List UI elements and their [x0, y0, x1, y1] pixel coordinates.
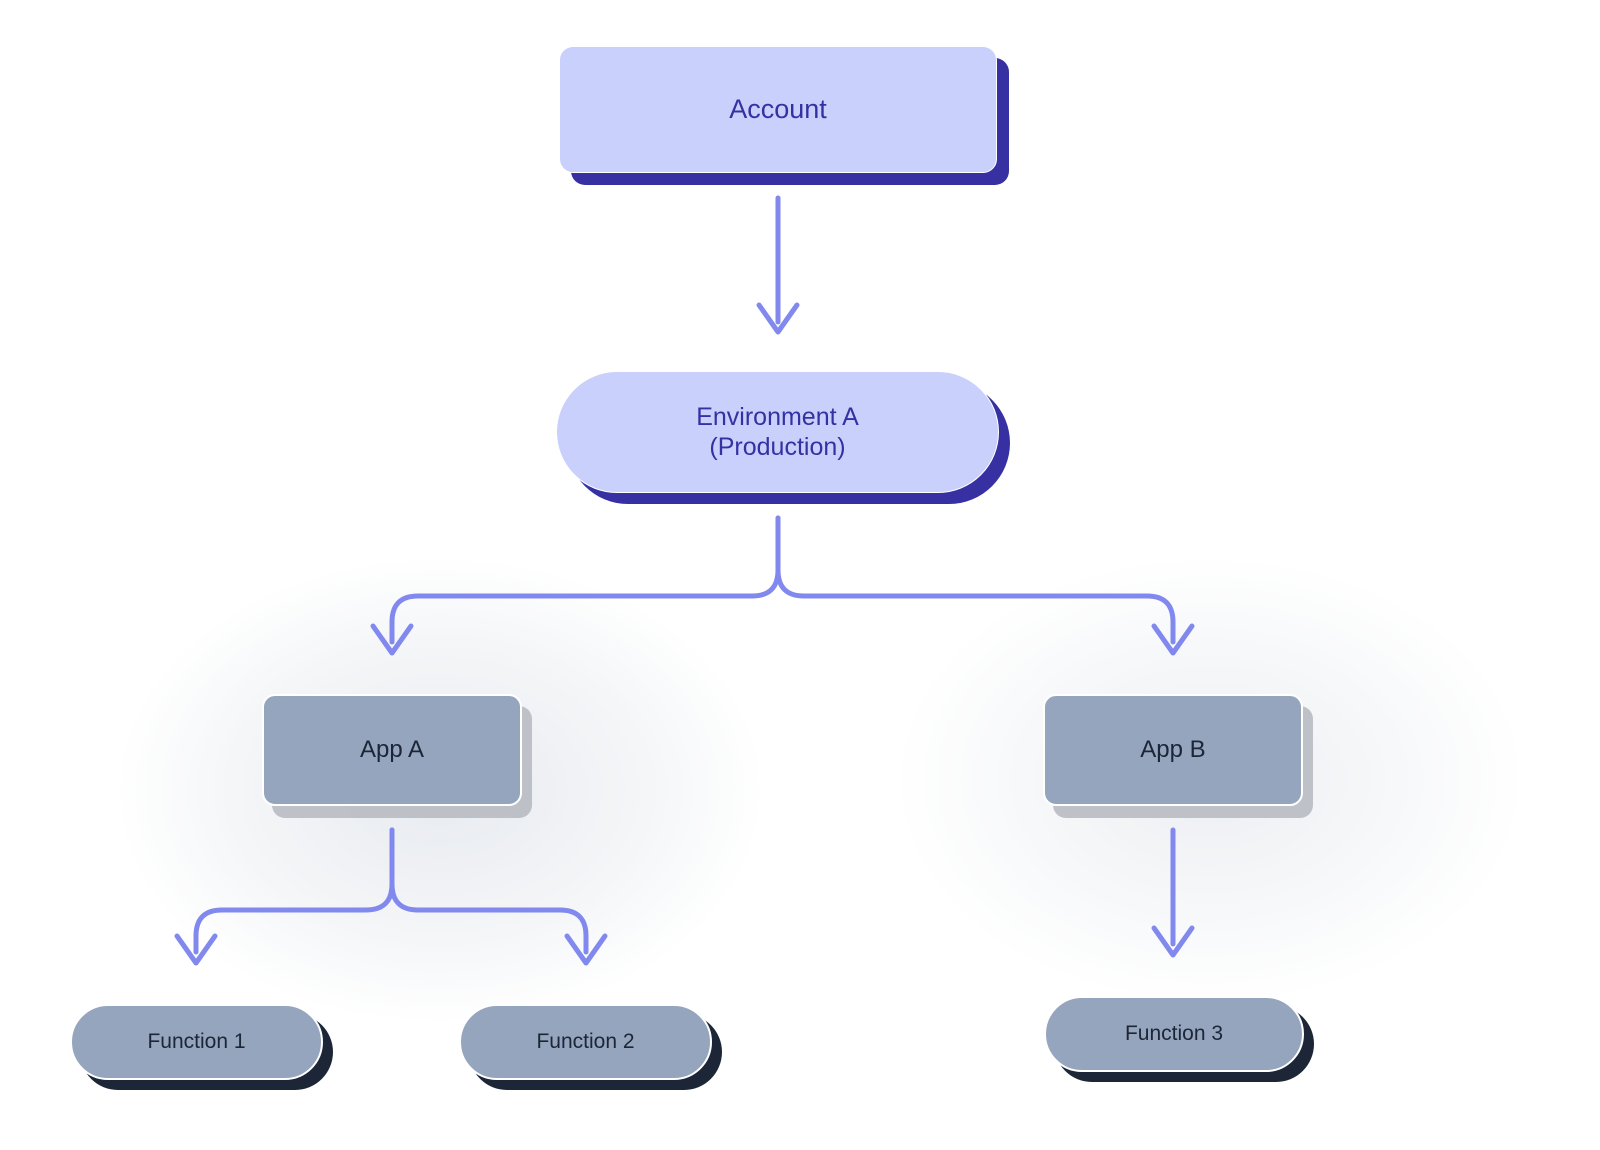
node-account[interactable]: Account [559, 46, 997, 173]
node-environment-a-label: Environment A (Production) [696, 402, 859, 462]
node-app-b[interactable]: App B [1043, 694, 1303, 806]
edge-account-to-environment [756, 195, 800, 335]
node-function-3[interactable]: Function 3 [1044, 996, 1304, 1072]
edge-environment-to-app-b [775, 515, 1195, 656]
node-function-2[interactable]: Function 2 [459, 1004, 712, 1080]
node-app-a-label: App A [359, 736, 425, 764]
node-function-3-label: Function 3 [1124, 1022, 1224, 1046]
edge-app-b-to-function-3 [1151, 827, 1195, 958]
node-function-2-label: Function 2 [536, 1030, 635, 1054]
node-environment-a[interactable]: Environment A (Production) [556, 371, 999, 493]
node-app-a[interactable]: App A [262, 694, 522, 806]
edge-app-a-to-function-1 [174, 827, 395, 966]
edge-environment-to-app-a [370, 515, 781, 656]
node-account-label: Account [729, 94, 827, 125]
node-app-b-label: App B [1140, 736, 1206, 764]
node-function-1[interactable]: Function 1 [70, 1004, 323, 1080]
node-function-1-label: Function 1 [147, 1030, 246, 1054]
edge-app-a-to-function-2 [389, 827, 608, 966]
